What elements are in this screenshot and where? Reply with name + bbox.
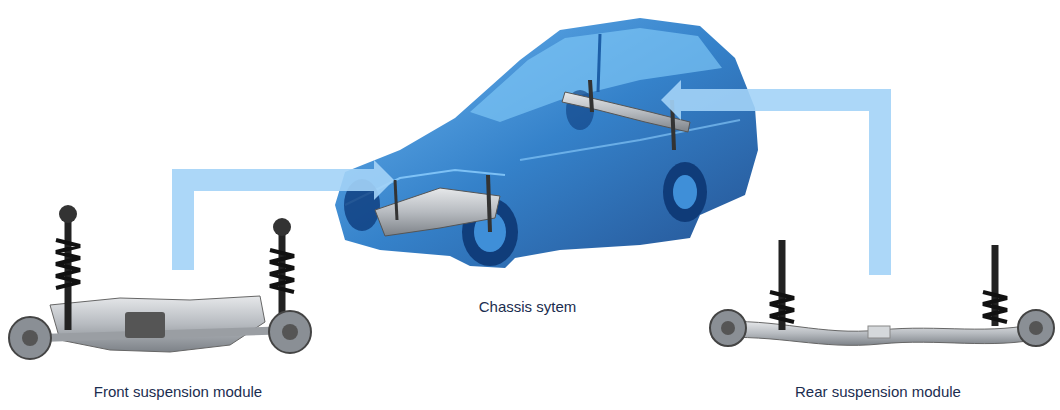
car-illustration-part: [395, 180, 397, 220]
front-module-illustration-part: [50, 296, 265, 352]
connector-band: [681, 100, 880, 275]
car-illustration-part: [488, 175, 490, 232]
front-module-illustration-part: [56, 240, 80, 288]
car-illustration-part: [590, 80, 592, 112]
front-module-illustration-part: [282, 324, 298, 340]
rear-module-illustration-part: [1029, 321, 1043, 335]
connector-arrow: [183, 160, 394, 270]
car-illustration: [335, 18, 758, 268]
arrow-head: [661, 80, 681, 120]
car-illustration-part: [663, 162, 707, 222]
arrow-head: [374, 160, 394, 200]
rear-module-illustration-part: [868, 326, 890, 338]
front-module-illustration-part: [40, 330, 295, 338]
car-illustration-part: [520, 120, 740, 160]
module-node: Chassis sytem: [394, 15, 661, 320]
node-caption: Rear suspension module: [694, 383, 1060, 401]
rear-module-illustration-part: [721, 321, 735, 335]
rear-module-illustration-part: [1018, 310, 1054, 346]
rear-module-illustration-part: [770, 292, 794, 322]
connector-band: [183, 180, 374, 270]
node-caption: Front suspension module: [2, 383, 354, 401]
node-caption: Chassis sytem: [394, 298, 661, 316]
front-module-illustration-part: [59, 205, 77, 223]
car-illustration-part: [375, 188, 500, 236]
front-module-illustration-part: [270, 250, 294, 292]
front-module-illustration: [9, 205, 311, 359]
connector-arrow: [661, 80, 880, 275]
front-module-illustration-part: [9, 317, 51, 359]
car-illustration-part: [673, 175, 697, 209]
front-module-illustration-part: [22, 330, 38, 346]
front-module-illustration-part: [273, 218, 291, 236]
rear-module-illustration-part: [983, 292, 1007, 322]
rear-module-illustration-part: [710, 310, 746, 346]
module-node: Front suspension module: [2, 270, 354, 405]
car-illustration-part: [598, 34, 600, 92]
front-module-illustration-part: [125, 312, 165, 338]
module-node: Rear suspension module: [694, 275, 1060, 405]
car-illustration-part: [335, 18, 758, 268]
front-module-illustration-part: [269, 311, 311, 353]
